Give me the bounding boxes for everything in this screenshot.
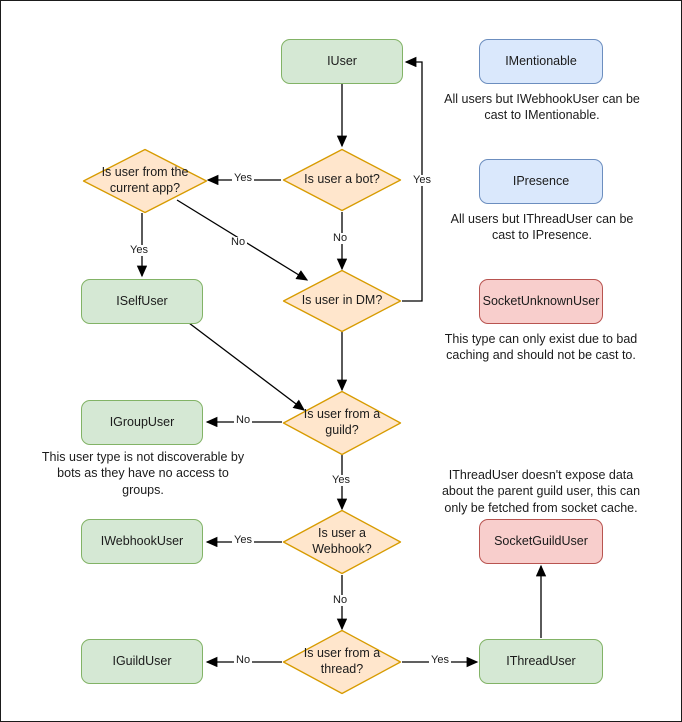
node-iselfuser-label: ISelfUser [116, 293, 168, 308]
edge-label-app-yes: Yes [128, 244, 150, 256]
node-is-user-from-current-app[interactable]: Is user from the current app? [82, 148, 208, 214]
node-ipresence-label: IPresence [512, 173, 570, 188]
diamond-shape [82, 148, 208, 214]
edge-label-bot-no: No [331, 232, 350, 244]
node-is-user-a-webhook-label: Is user a Webhook? [312, 526, 372, 556]
node-iwebhookuser[interactable]: IWebhookUser [81, 519, 203, 564]
node-iuser-label: IUser [327, 53, 357, 68]
node-ipresence[interactable]: IPresence [479, 159, 603, 204]
node-is-user-in-dm-label: Is user in DM? [301, 293, 383, 308]
node-is-user-a-webhook[interactable]: Is user a Webhook? [282, 509, 402, 575]
node-igroupuser-label: IGroupUser [109, 414, 175, 429]
node-iguilduser-label: IGuildUser [112, 653, 172, 668]
note-socketguilduser: IThreadUser doesn't expose data about th… [441, 468, 641, 515]
edge-label-app-no: No [229, 236, 248, 248]
edge-label-webhook-no: No [331, 594, 350, 606]
diamond-shape [282, 390, 402, 456]
edge-label-dm-yes: Yes [411, 174, 433, 186]
edge-label-guild-yes: Yes [330, 474, 352, 486]
node-is-user-from-thread[interactable]: Is user from a thread? [282, 629, 402, 695]
diamond-shape [282, 509, 402, 575]
node-socketguilduser-label: SocketGuildUser [494, 533, 588, 548]
diamond-shape [282, 269, 402, 333]
node-is-user-from-current-app-label: Is user from the current app? [101, 165, 189, 195]
edge-label-bot-yes: Yes [232, 172, 254, 184]
node-is-user-from-thread-label: Is user from a thread? [303, 646, 381, 676]
node-igroupuser[interactable]: IGroupUser [81, 400, 203, 445]
node-socketunknownuser[interactable]: SocketUnknownUser [479, 279, 603, 324]
node-ithreaduser-label: IThreadUser [506, 653, 576, 668]
note-igroupuser: This user type is not discoverable by bo… [41, 450, 245, 497]
node-imentionable[interactable]: IMentionable [479, 39, 603, 84]
node-socketunknownuser-label: SocketUnknownUser [482, 293, 600, 308]
diamond-shape [282, 148, 402, 212]
node-is-user-a-bot[interactable]: Is user a bot? [282, 148, 402, 212]
node-iselfuser[interactable]: ISelfUser [81, 279, 203, 324]
node-is-user-a-bot-label: Is user a bot? [304, 172, 380, 187]
note-socketunknownuser: This type can only exist due to bad cach… [444, 332, 638, 363]
node-imentionable-label: IMentionable [505, 53, 577, 68]
edge-label-thread-yes: Yes [429, 654, 451, 666]
node-socketguilduser[interactable]: SocketGuildUser [479, 519, 603, 564]
node-is-user-from-guild[interactable]: Is user from a guild? [282, 390, 402, 456]
node-ithreaduser[interactable]: IThreadUser [479, 639, 603, 684]
node-iwebhookuser-label: IWebhookUser [100, 533, 184, 548]
node-is-user-in-dm[interactable]: Is user in DM? [282, 269, 402, 333]
node-is-user-from-guild-label: Is user from a guild? [303, 407, 381, 437]
node-iguilduser[interactable]: IGuildUser [81, 639, 203, 684]
edge-label-guild-no: No [234, 414, 253, 426]
edge-label-webhook-yes: Yes [232, 534, 254, 546]
diamond-shape [282, 629, 402, 695]
node-iuser[interactable]: IUser [281, 39, 403, 84]
note-imentionable: All users but IWebhookUser can be cast t… [444, 92, 640, 123]
note-ipresence: All users but IThreadUser can be cast to… [450, 212, 634, 243]
edge-label-thread-no: No [234, 654, 253, 666]
